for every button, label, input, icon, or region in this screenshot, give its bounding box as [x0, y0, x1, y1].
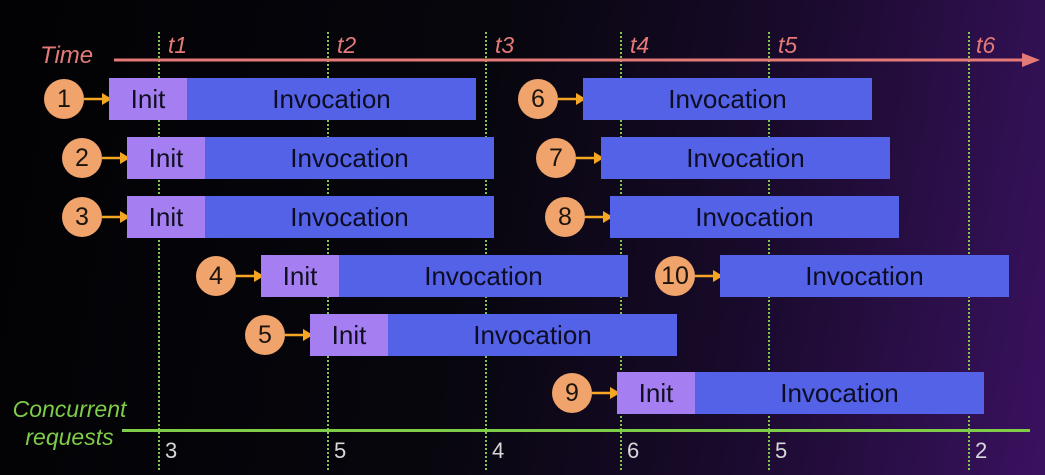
invocation-segment: Invocation: [720, 255, 1009, 297]
concurrent-requests-label: Concurrent requests: [2, 395, 137, 451]
request-bar: Invocation: [720, 255, 1009, 297]
request-bar: Invocation: [601, 137, 890, 179]
init-segment: Init: [310, 314, 388, 356]
time-axis-label: Time: [40, 42, 94, 69]
request-number-badge: 8: [545, 197, 585, 237]
t6-marker-line: [968, 32, 970, 470]
concurrent-count-t5: 5: [775, 438, 788, 463]
time-axis-arrow: [114, 53, 1040, 67]
invocation-segment: Invocation: [601, 137, 890, 179]
request-bar: Init Invocation: [617, 372, 984, 414]
invocation-segment: Invocation: [610, 196, 899, 238]
concurrent-label-line2: requests: [25, 424, 114, 450]
arrow-right-icon: [285, 329, 313, 341]
concurrency-baseline: [122, 429, 1030, 432]
tick-label-t5: t5: [778, 32, 798, 58]
invocation-segment: Invocation: [583, 78, 872, 120]
concurrent-count-t3: 4: [492, 438, 505, 463]
request-number-badge: 9: [552, 373, 592, 413]
t4-marker-line: [620, 32, 622, 470]
arrow-right-icon: [592, 387, 620, 399]
invocation-segment: Invocation: [388, 314, 677, 356]
init-segment: Init: [127, 137, 205, 179]
arrow-right-icon: [102, 152, 130, 164]
request-number-badge: 7: [536, 138, 576, 178]
request-number-badge: 4: [196, 256, 236, 296]
arrow-right-icon: [576, 152, 604, 164]
request-bar: Init Invocation: [109, 78, 476, 120]
init-segment: Init: [127, 196, 205, 238]
request-bar: Init Invocation: [310, 314, 677, 356]
request-number-badge: 2: [62, 138, 102, 178]
request-bar: Invocation: [583, 78, 872, 120]
invocation-segment: Invocation: [205, 196, 494, 238]
t3-marker-line: [485, 32, 487, 470]
init-segment: Init: [109, 78, 187, 120]
request-number-badge: 5: [245, 315, 285, 355]
init-segment: Init: [617, 372, 695, 414]
concurrent-count-t4: 6: [627, 438, 640, 463]
request-number-badge: 3: [62, 197, 102, 237]
t2-marker-line: [327, 32, 329, 470]
tick-label-t4: t4: [630, 32, 650, 58]
request-bar: Invocation: [610, 196, 899, 238]
request-number-badge: 1: [44, 79, 84, 119]
invocation-segment: Invocation: [187, 78, 476, 120]
tick-label-t6: t6: [976, 32, 996, 58]
t1-marker-line: [158, 32, 160, 470]
tick-label-t3: t3: [495, 32, 515, 58]
arrow-right-icon: [84, 93, 112, 105]
arrow-right-icon: [558, 93, 586, 105]
concurrent-count-t1: 3: [165, 438, 178, 463]
init-segment: Init: [261, 255, 339, 297]
arrow-right-icon: [585, 211, 613, 223]
request-number-badge: 6: [518, 79, 558, 119]
invocation-segment: Invocation: [205, 137, 494, 179]
request-number-badge: 10: [655, 256, 695, 296]
request-bar: Init Invocation: [127, 137, 494, 179]
arrow-right-icon: [236, 270, 264, 282]
invocation-segment: Invocation: [695, 372, 984, 414]
request-bar: Init Invocation: [261, 255, 628, 297]
request-bar: Init Invocation: [127, 196, 494, 238]
concurrent-count-t6: 2: [975, 438, 988, 463]
concurrent-count-t2: 5: [334, 438, 347, 463]
arrow-right-icon: [695, 270, 723, 282]
t5-marker-line: [768, 32, 770, 470]
invocation-segment: Invocation: [339, 255, 628, 297]
tick-label-t1: t1: [168, 32, 188, 58]
tick-label-t2: t2: [337, 32, 357, 58]
arrow-right-icon: [102, 211, 130, 223]
concurrent-label-line1: Concurrent: [12, 396, 127, 422]
